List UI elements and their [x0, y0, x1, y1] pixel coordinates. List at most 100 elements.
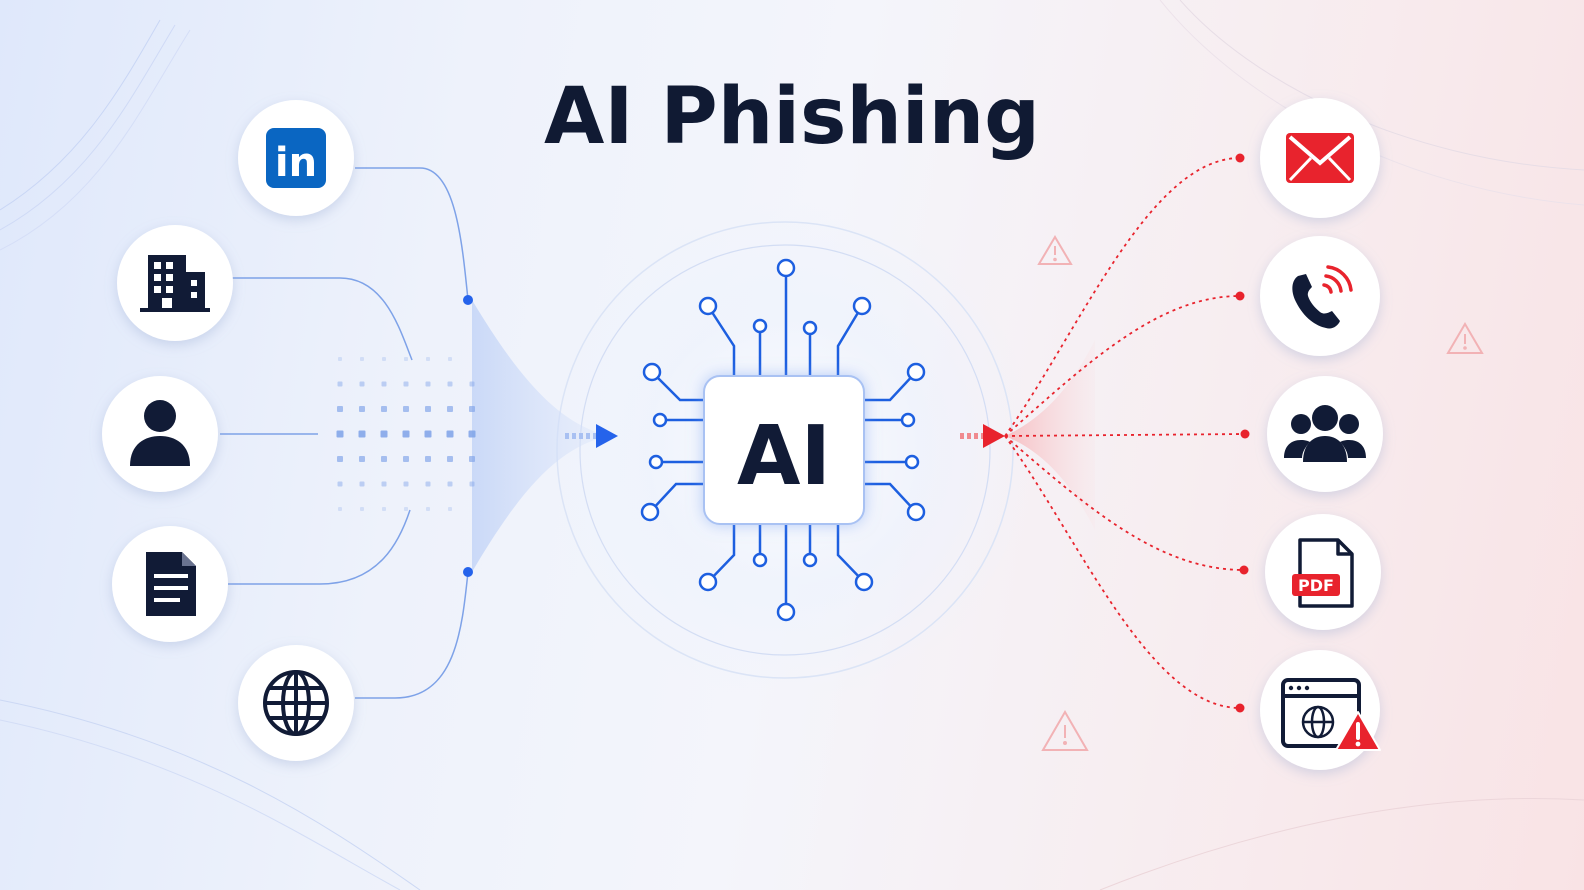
data-particle	[468, 430, 476, 438]
data-particle	[338, 357, 342, 361]
circuit-node	[648, 454, 664, 470]
page-title: AI Phishing	[543, 72, 1041, 162]
circuit-trace	[649, 482, 704, 513]
data-particles	[336, 357, 476, 511]
input-junction-dot	[463, 567, 473, 577]
circuit-trace	[864, 371, 917, 402]
input-connectors	[220, 167, 469, 699]
output-email	[1260, 98, 1380, 218]
circuit-trace	[864, 482, 917, 513]
data-particle	[469, 406, 475, 412]
circuit-trace	[836, 305, 864, 376]
data-particle	[359, 481, 365, 487]
output-phone-call	[1260, 236, 1380, 356]
pdf-file-icon: PDF	[1292, 538, 1354, 608]
circuit-node	[642, 362, 662, 382]
input-junction-dot	[463, 295, 473, 305]
data-particle	[469, 456, 475, 462]
output-malicious-website	[1260, 650, 1381, 770]
data-particle	[424, 430, 432, 438]
data-particle	[382, 357, 386, 361]
data-particle	[404, 507, 408, 511]
data-particle	[426, 507, 430, 511]
linkedin-icon-label: in	[275, 140, 317, 186]
data-particle	[425, 456, 431, 462]
warning-decor	[1037, 235, 1484, 751]
circuit-node	[652, 412, 668, 428]
person-icon	[130, 400, 190, 466]
input-person	[102, 376, 218, 492]
data-particle	[381, 481, 387, 487]
data-particle	[337, 481, 343, 487]
input-linkedin: in	[238, 100, 354, 216]
input-website	[238, 645, 354, 761]
data-particle	[360, 357, 364, 361]
ai-chip: AI	[703, 375, 865, 525]
data-particle	[380, 430, 388, 438]
circuit-node	[802, 552, 818, 568]
warning-icon	[1037, 235, 1073, 265]
data-particle	[402, 430, 410, 438]
circuit-node	[698, 572, 718, 592]
email-icon	[1286, 133, 1354, 183]
output-arrow	[960, 424, 1005, 448]
data-particle	[403, 481, 409, 487]
output-pdf: PDF	[1265, 514, 1381, 630]
data-particle	[426, 357, 430, 361]
data-particle	[336, 430, 344, 438]
data-particle	[447, 381, 453, 387]
data-particle	[469, 481, 475, 487]
output-group	[1267, 376, 1383, 492]
data-particle	[381, 456, 387, 462]
data-particle	[404, 357, 408, 361]
data-particle	[360, 507, 364, 511]
circuit-node	[854, 572, 874, 592]
circuit-node	[752, 318, 768, 334]
circuit-node	[698, 296, 718, 316]
group-icon	[1284, 405, 1366, 462]
output-funnel	[1005, 340, 1095, 530]
circuit-node	[640, 502, 660, 522]
circuit-traces	[640, 258, 926, 622]
malicious-website-icon	[1281, 678, 1381, 751]
input-funnel	[472, 300, 610, 572]
output-endpoint-dots	[1235, 153, 1250, 713]
circuit-node	[904, 454, 920, 470]
globe-icon	[263, 670, 329, 736]
data-particle	[425, 381, 431, 387]
data-particle	[337, 381, 343, 387]
circuit-node	[906, 502, 926, 522]
circuit-node	[900, 412, 916, 428]
data-particle	[358, 430, 366, 438]
input-arrow	[565, 424, 618, 448]
circuit-trace	[706, 305, 736, 376]
warning-icon	[1446, 322, 1484, 354]
warning-icon	[1041, 710, 1089, 751]
data-particle	[447, 481, 453, 487]
circuit-node	[802, 320, 818, 336]
ai-chip-label: AI	[737, 409, 831, 504]
circuit-node	[776, 258, 796, 278]
data-particle	[337, 456, 343, 462]
data-particle	[448, 357, 452, 361]
data-particle	[448, 507, 452, 511]
data-particle	[425, 481, 431, 487]
data-particle	[469, 381, 475, 387]
data-particle	[382, 507, 386, 511]
data-particle	[447, 456, 453, 462]
pdf-label: PDF	[1298, 576, 1334, 595]
data-particle	[338, 507, 342, 511]
data-particle	[403, 381, 409, 387]
circuit-trace	[836, 524, 865, 583]
data-particle	[337, 406, 343, 412]
data-particle	[446, 430, 454, 438]
circuit-node	[906, 362, 926, 382]
data-particle	[381, 406, 387, 412]
linkedin-icon	[266, 128, 326, 188]
data-particle	[359, 381, 365, 387]
data-particle	[447, 406, 453, 412]
data-particle	[359, 406, 365, 412]
circuit-node	[776, 602, 796, 622]
output-connectors	[1004, 157, 1246, 709]
data-particle	[425, 406, 431, 412]
